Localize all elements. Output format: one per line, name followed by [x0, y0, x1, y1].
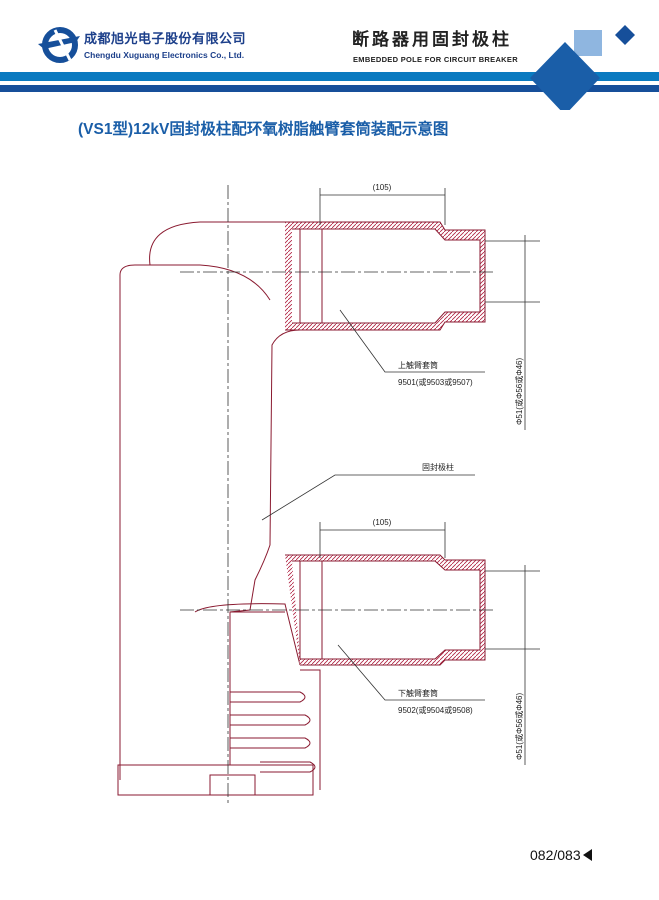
lower-sleeve-models: 9502(或9504或9508)	[398, 705, 473, 715]
pole-base	[117, 764, 314, 796]
product-name-en: EMBEDDED POLE FOR CIRCUIT BREAKER	[353, 55, 518, 64]
lower-sleeve	[285, 554, 486, 666]
pole-shoulder	[150, 264, 271, 301]
header-bar-dark	[0, 85, 659, 92]
upper-sleeve	[285, 221, 486, 331]
decor-diamond-large	[530, 42, 600, 110]
decor-diamond-small	[615, 25, 635, 45]
company-logo	[38, 27, 80, 63]
page-title: (VS1型)12kV固封极柱配环氧树脂触臂套筒装配示意图	[78, 121, 449, 138]
page-number: 082/083	[530, 847, 581, 863]
upper-sleeve-models: 9501(或9503或9507)	[398, 377, 473, 387]
pole-label: 固封极柱	[422, 462, 454, 472]
lower-dimension: (105)	[373, 518, 392, 527]
upper-diameter-label: Φ51(或Φ56或Φ46)	[514, 357, 524, 425]
header-graphics	[0, 25, 659, 110]
header-bar-light	[0, 72, 659, 81]
lower-diameter-label: Φ51(或Φ56或Φ46)	[514, 692, 524, 760]
upper-dimension: (105)	[373, 183, 392, 192]
page-arrow-icon	[583, 849, 592, 861]
pole-outline	[119, 221, 301, 780]
upper-sleeve-label: 上触臂套筒	[398, 360, 438, 370]
lower-sleeve-label: 下触臂套筒	[398, 688, 438, 698]
decor-square	[574, 30, 602, 56]
product-name-cn: 断路器用固封极柱	[352, 30, 512, 49]
company-name-en: Chengdu Xuguang Electronics Co., Ltd.	[84, 50, 245, 60]
pole-sheds	[230, 669, 321, 790]
company-name-cn: 成都旭光电子股份有限公司	[84, 31, 247, 46]
